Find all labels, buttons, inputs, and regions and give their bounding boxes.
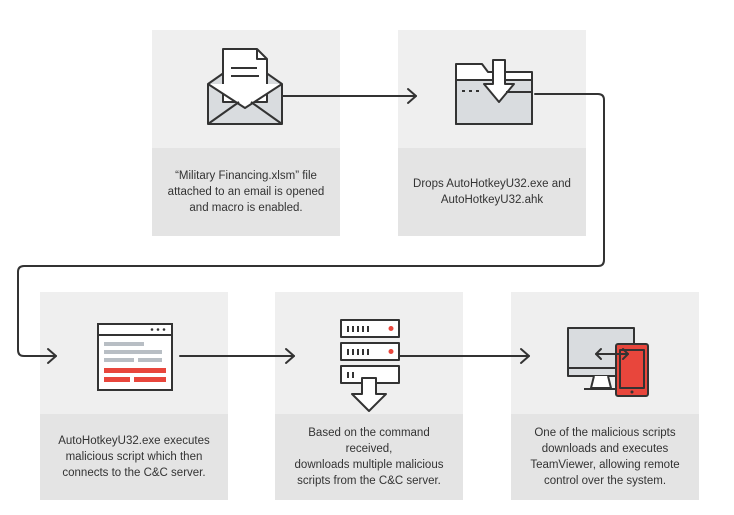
arrowhead-step3-to-step4 [285,348,295,364]
step-card-5: One of the malicious scripts downloads a… [511,292,699,500]
envelope-document-icon [207,48,283,125]
step-card-5-caption-area: One of the malicious scripts downloads a… [511,414,699,500]
step-3-caption: AutoHotkeyU32.exe executes malicious scr… [58,435,210,479]
step-2-caption: Drops AutoHotkeyU32.exe and AutoHotkeyU3… [413,178,571,206]
step-card-1-caption-area: “Military Financing.xlsm” file attached … [152,148,340,236]
step-1-caption: “Military Financing.xlsm” file attached … [167,170,325,214]
arrow-step2-to-step3 [17,93,605,357]
arrowhead-step4-to-step5 [520,348,530,364]
step-4-caption: Based on the command received, downloads… [294,427,444,487]
server-download-icon [340,319,400,412]
step-5-caption: One of the malicious scripts downloads a… [530,427,680,487]
folder-download-icon [455,59,533,125]
arrowhead-step2-to-step3 [47,348,57,364]
remote-control-icon [567,327,649,397]
step-card-2-caption-area: Drops AutoHotkeyU32.exe and AutoHotkeyU3… [398,148,586,236]
script-window-icon [97,323,173,391]
step-card-4-caption-area: Based on the command received, downloads… [275,414,463,500]
arrowhead-step1-to-step2 [407,88,417,104]
step-card-3-caption-area: AutoHotkeyU32.exe executes malicious scr… [40,414,228,500]
